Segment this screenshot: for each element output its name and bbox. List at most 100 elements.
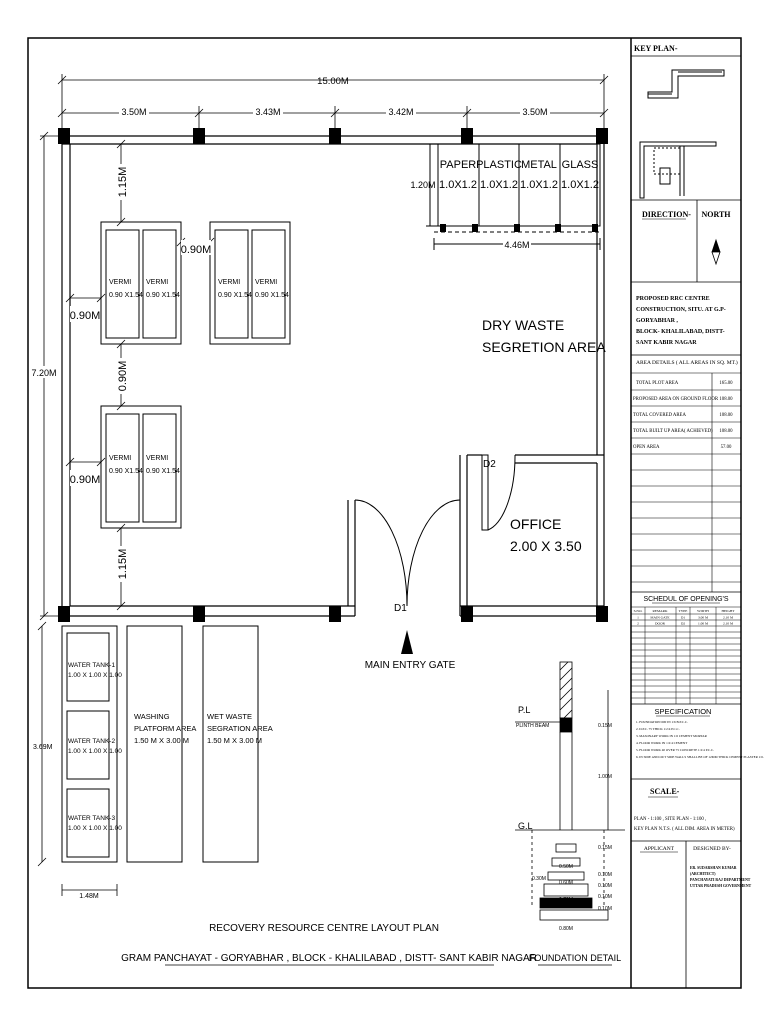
- openings-cell: 2.10 M: [723, 616, 734, 620]
- wet-waste-size: 1.50 M X 3.00 M: [207, 736, 262, 745]
- water-tanks: [61, 625, 259, 863]
- door-d1-label: D1: [394, 603, 407, 614]
- bay-label-bg: [520, 106, 550, 117]
- door-d2: [481, 454, 516, 531]
- scale-line-2: KEY PLAN N.T.S. ( ALL DIM. AREA IN METER…: [634, 827, 735, 832]
- fd-dim: 0.10M: [598, 883, 612, 889]
- openings-col: TYPE: [679, 609, 688, 613]
- dim-label-bg: [70, 470, 100, 486]
- entry-arrow-icon: [401, 630, 413, 654]
- bin-plastic-name: PLASTIC: [476, 159, 522, 171]
- dim-090-left-top: 0.90M: [70, 310, 101, 322]
- vermi-label: VERMI: [255, 279, 277, 286]
- dim-115-top: 1.15M: [117, 167, 129, 198]
- tank-dimension-lines: [37, 621, 118, 896]
- vermi-dimension-lines: [65, 139, 215, 611]
- bay-label-bg: [253, 106, 283, 117]
- bay-width-4: 3.50M: [522, 107, 547, 117]
- openings-cell: 2: [637, 622, 639, 626]
- bin-paper-name: PAPER: [440, 159, 477, 171]
- designer-line: UTTAR PRADESH GOVERNMENT: [690, 884, 752, 888]
- vermi-label: VERMI: [146, 455, 168, 462]
- spec-line: 1. FOUNDATION 600 IN 1:6 B.P.C.C.: [636, 720, 688, 724]
- depth-label-bg: [30, 366, 58, 378]
- overall-width-label: 15.00M: [317, 76, 349, 87]
- bay-label-bg: [386, 106, 416, 117]
- fd-gl-label: G.L: [518, 821, 533, 831]
- dim-label-bg: [70, 306, 100, 322]
- spec-line: 6. IN SIDE AND OUT SIDE WALLS SHALL BE O…: [636, 755, 764, 759]
- bay-dimensions: [57, 106, 609, 128]
- tank-3-size: 1.00 X 1.00 X 1.00: [68, 825, 122, 832]
- area-row-label: TOTAL COVERED AREA: [633, 413, 686, 418]
- vermi-labels: VERMI 0.90 X1.54 VERMI 0.90 X1.54 VERMI …: [109, 279, 289, 475]
- project-line: SANT KABIR NAGAR: [636, 340, 697, 346]
- bin-glass-name: GLASS: [562, 159, 599, 171]
- vermi-label: VERMI: [109, 279, 131, 286]
- dim-label-bg: [115, 546, 129, 582]
- fd-pl-label: P.L: [518, 705, 530, 715]
- spec-line: 5. FLOOR WORK 40 OVER 75 CONCRETE 1:2:4 …: [636, 748, 714, 752]
- bin-plastic-size: 1.0X1.2: [480, 179, 518, 191]
- bin-height-dimension: 1.20M: [410, 180, 435, 190]
- tank-1-size: 1.00 X 1.00 X 1.00: [68, 672, 122, 679]
- dim-090-between: 0.90M: [181, 244, 212, 256]
- bay-width-3: 3.42M: [388, 107, 413, 117]
- key-plan-title: KEY PLAN-: [634, 44, 678, 53]
- specification-header: SPECIFICATION: [655, 707, 712, 716]
- north-label: NORTH: [701, 210, 731, 219]
- dim-090-left-bottom: 0.90M: [70, 474, 101, 486]
- door-d2-label: D2: [483, 459, 496, 470]
- vermi-label: VERMI: [109, 455, 131, 462]
- plan-subtitle: GRAM PANCHAYAT - GORYABHAR , BLOCK - KHA…: [121, 953, 537, 964]
- bay-label-bg: [119, 106, 149, 117]
- openings-col: S.NO.: [634, 609, 643, 613]
- door-d1: [354, 499, 461, 607]
- vermi-size: 0.90 X1.54: [218, 292, 252, 299]
- bin-metal-name: METAL: [521, 159, 557, 171]
- direction-label: DIRECTION-: [642, 210, 691, 219]
- spec-line: 2. D.P.C. 75 THICK 1:2:4 P.C.C.: [636, 727, 680, 731]
- area-row-value: 57.00: [721, 445, 732, 450]
- project-line: PROPOSED RRC CENTRE: [636, 296, 710, 302]
- openings-col: HEIGHT: [721, 609, 735, 613]
- project-line: BLOCK- KHALILABAD, DISTT-: [636, 329, 725, 335]
- dim-label-bg: [115, 358, 129, 394]
- dim-115-bottom: 1.15M: [117, 549, 129, 580]
- wet-waste-title: WET WASTE: [207, 712, 252, 721]
- tank-3-name: WATER TANK-3: [68, 815, 115, 822]
- tank-1-name: WATER TANK-1: [68, 662, 115, 669]
- plan-title: RECOVERY RESOURCE CENTRE LAYOUT PLAN: [209, 923, 439, 934]
- office-label: OFFICE: [510, 516, 561, 532]
- north-arrow-icon: [711, 238, 721, 266]
- fd-dim: 0.15M: [598, 845, 612, 851]
- fd-dim: 0.15M: [598, 723, 612, 729]
- designer-line: ER. SUDARSHAN KUMAR: [690, 866, 737, 870]
- area-details-table: [631, 372, 741, 592]
- openings-table: [631, 606, 741, 704]
- area-row-label: TOTAL PLOT AREA: [636, 381, 679, 386]
- openings-cell: D1: [681, 616, 686, 620]
- fd-dim: 0.10M: [598, 906, 612, 912]
- washing-subtitle: PLATFORM AREA: [134, 724, 196, 733]
- openings-cell: D2: [681, 622, 686, 626]
- tank-2-size: 1.00 X 1.00 X 1.00: [68, 748, 122, 755]
- openings-cell: 1.00 M: [698, 622, 709, 626]
- area-row-value: 108.00: [719, 413, 733, 418]
- fd-dim: 1.00M: [598, 774, 612, 780]
- washing-size: 1.50 M X 3.00 M: [134, 736, 189, 745]
- dry-waste-subtitle: SEGRETION AREA: [482, 339, 606, 355]
- fd-dim: 0.80M: [559, 926, 573, 932]
- overall-depth-label: 7.20M: [31, 368, 56, 378]
- tank-2-name: WATER TANK-2: [68, 738, 115, 745]
- vermi-size: 0.90 X1.54: [109, 468, 143, 475]
- openings-col: WIDTH: [697, 609, 709, 613]
- bin-metal-size: 1.0X1.2: [520, 179, 558, 191]
- area-details-header: AREA DETAILS ( ALL AREAS IN SQ. MT.): [636, 359, 738, 366]
- project-line: GORYABHAR ,: [636, 318, 678, 324]
- project-line: CONSTRUCTION, SITU. AT G.P-: [636, 307, 726, 313]
- office-size: 2.00 X 3.50: [510, 538, 582, 554]
- vermi-size: 0.90 X1.54: [146, 292, 180, 299]
- fd-plinth-beam: PLINTH BEAM: [516, 723, 549, 729]
- project-description: PROPOSED RRC CENTRE CONSTRUCTION, SITU. …: [636, 296, 726, 346]
